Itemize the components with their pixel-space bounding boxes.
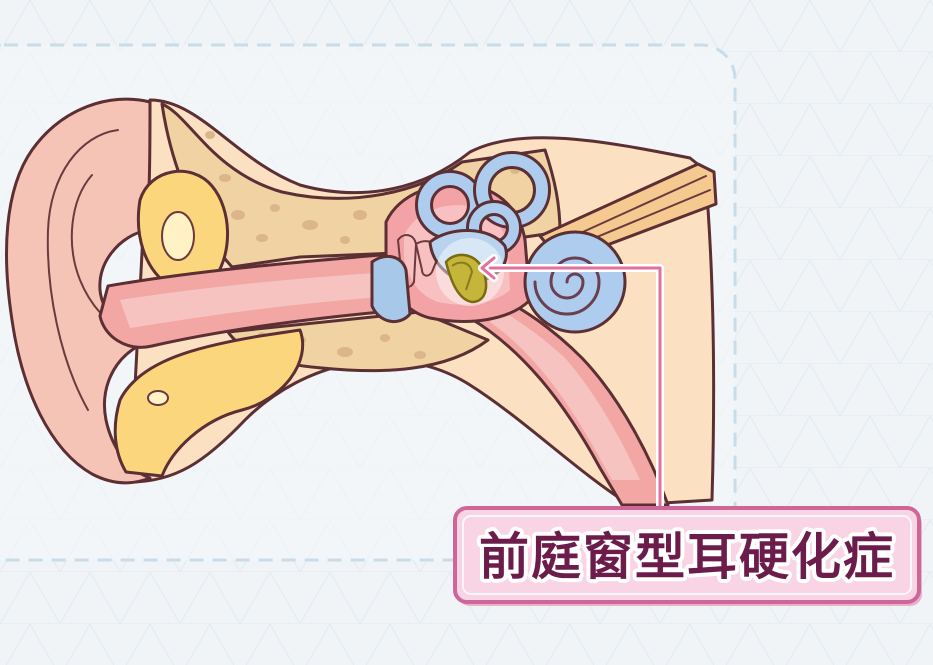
bone-spot [337,347,353,357]
callout-line-stroke [480,266,662,512]
bone-spot [205,131,215,139]
cochlea [523,230,627,334]
incus [414,240,442,277]
cartilage-lower-core [147,390,169,406]
bone-spot [340,236,350,244]
eustachian-tube-lining [490,310,640,480]
bone-spot [380,334,390,342]
bone-spot [270,204,280,212]
eardrum [370,254,412,323]
bone-spot [231,210,245,220]
bone-spot [302,220,318,230]
cartilage-upper-core [161,211,195,261]
ear-cross-section [5,97,718,507]
stapes [451,261,474,291]
bone-spot [219,174,231,182]
bone-spot [256,234,268,242]
otosclerosis-lesion [444,253,488,304]
callout-line [478,254,664,514]
label-box-inner-border [462,515,912,595]
label-box: 前庭窗型耳硬化症 [453,506,922,606]
bone-spot [353,210,367,220]
cochlea-spiral [533,256,601,316]
diagnosis-label: 前庭窗型耳硬化症 [479,528,895,586]
cartilage-lower [113,328,305,478]
callout-arrow [480,256,496,280]
ear-canal-highlight [120,272,394,328]
cochlea-body [523,230,627,334]
bone-spot [414,351,426,359]
auricle-helix-fold [46,129,119,411]
label-box-body [453,506,921,604]
